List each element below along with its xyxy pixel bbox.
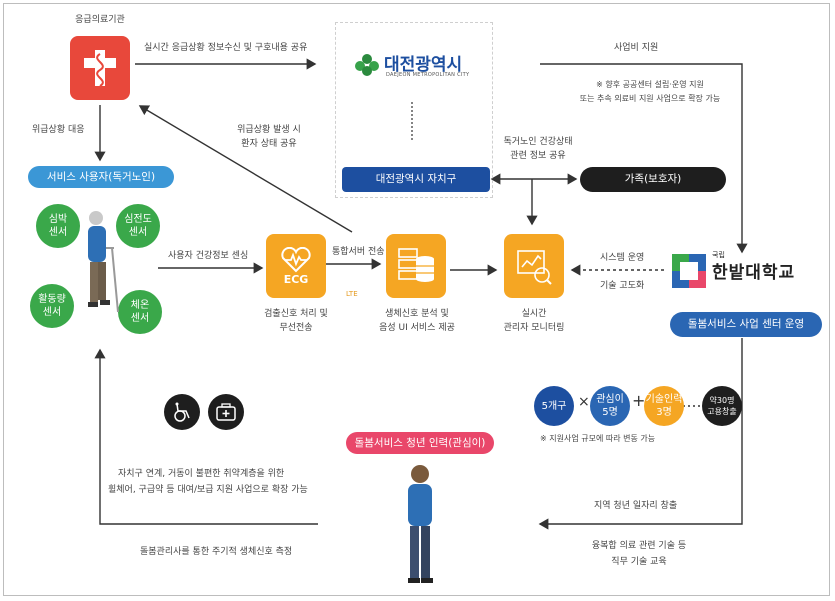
monitoring-icon <box>504 234 564 298</box>
monitor-1: 실시간 <box>521 309 547 319</box>
arrow-youth-users <box>94 348 318 525</box>
scale-note: ※ 지원사업 규모에 따라 변동 가능 <box>540 434 656 443</box>
system-op-1: 시스템 운영 <box>600 253 645 263</box>
hanbat-name: 한밭대학교 <box>712 263 796 283</box>
elderly-walker-icon <box>88 211 119 313</box>
detect-1: 검출신호 처리 및 <box>264 309 328 319</box>
medkit-icon <box>208 394 244 430</box>
daejeon-logo-icon <box>352 52 382 78</box>
health-info-2: 관련 정보 공유 <box>510 151 566 161</box>
emergency-occur-1: 위급상황 발생 시 <box>237 125 301 135</box>
detect-2: 무선전송 <box>279 323 313 333</box>
daejeon-logo-sub: DAEJEON METROPOLITAN CITY <box>386 72 470 78</box>
formula-result: 약30명 고용창출 <box>702 386 742 426</box>
formula-districts: 5개구 <box>534 386 574 426</box>
formula-tech: 기술인력 3명 <box>644 386 684 426</box>
education-2: 직무 기술 교육 <box>611 557 667 567</box>
daejeon-dashed-frame <box>335 22 493 198</box>
support-note-1: ※ 향후 공공센터 설립·운영 지원 <box>596 80 704 89</box>
formula-plus: + <box>632 391 646 410</box>
frame-border <box>3 3 830 596</box>
heartbeat-sensor: 심박 센서 <box>36 204 80 248</box>
emergency-response-label: 위급상황 대응 <box>32 125 85 135</box>
youth-workforce-pill: 돌봄서비스 청년 인력(관심이) <box>346 432 494 454</box>
temp-sensor: 체온 센서 <box>118 290 162 334</box>
monitor-2: 관리자 모니터링 <box>503 323 565 333</box>
education-1: 융복합 의료 관련 기술 등 <box>591 541 687 551</box>
daejeon-logo-text: 대전광역시 <box>384 55 463 75</box>
formula-times: × <box>578 394 590 410</box>
analysis-2: 음성 UI 서비스 제공 <box>379 323 455 333</box>
emergency-occur-2: 환자 상태 공유 <box>241 139 297 149</box>
server-database-icon <box>386 234 446 298</box>
transfer-label: 통합서버 전송 <box>332 247 385 257</box>
support-note-2: 또는 추속 의료비 지원 사업으로 확장 가능 <box>579 94 721 103</box>
hanbat-logo-icon <box>672 254 706 288</box>
realtime-share-label: 실시간 응급상황 정보수신 및 구호내용 공유 <box>144 43 308 53</box>
service-users-pill: 서비스 사용자(독거노인) <box>28 166 174 188</box>
district-pill: 대전광역시 자치구 <box>342 167 490 192</box>
lte-label: LTE <box>346 290 358 298</box>
family-pill: 가족(보호자) <box>580 167 726 192</box>
arrow-server-emergency <box>138 105 353 233</box>
periodic-label: 돌봄관리사를 통한 주기적 생체신호 측정 <box>140 547 293 557</box>
care-center-pill: 돌봄서비스 사업 센터 운영 <box>670 312 822 337</box>
ecg-text: ECG <box>283 272 309 286</box>
formula-interest: 관심이 5명 <box>590 386 630 426</box>
sensing-label: 사용자 건강정보 센싱 <box>168 251 249 261</box>
emergency-label: 응급의료기관 <box>75 15 125 25</box>
district-link-1: 자치구 연계, 거동이 불편한 취약계층을 위한 <box>118 469 285 479</box>
medical-caduceus-icon <box>70 36 130 100</box>
arrow-hanbat-youth <box>538 338 743 530</box>
health-info-1: 독거노인 건강상태 <box>503 137 573 147</box>
business-support-label: 사업비 지원 <box>614 43 659 53</box>
activity-sensor: 활동량 센서 <box>30 284 74 328</box>
caregiver-person-icon <box>408 465 433 583</box>
district-link-2: 휠체어, 구급약 등 대여/보급 지원 사업으로 확장 가능 <box>108 485 308 495</box>
system-op-2: 기술 고도화 <box>600 281 645 291</box>
wheelchair-icon <box>164 394 200 430</box>
analysis-1: 생체신호 분석 및 <box>385 309 449 319</box>
arrow-daejeon-hanbat <box>540 63 748 254</box>
ecg-sensor: 심전도 센서 <box>116 204 160 248</box>
ecg-device-icon: ECG <box>266 234 326 298</box>
hanbat-prefix: 국립 <box>712 251 725 259</box>
regional-jobs-label: 지역 청년 일자리 창출 <box>594 501 678 511</box>
